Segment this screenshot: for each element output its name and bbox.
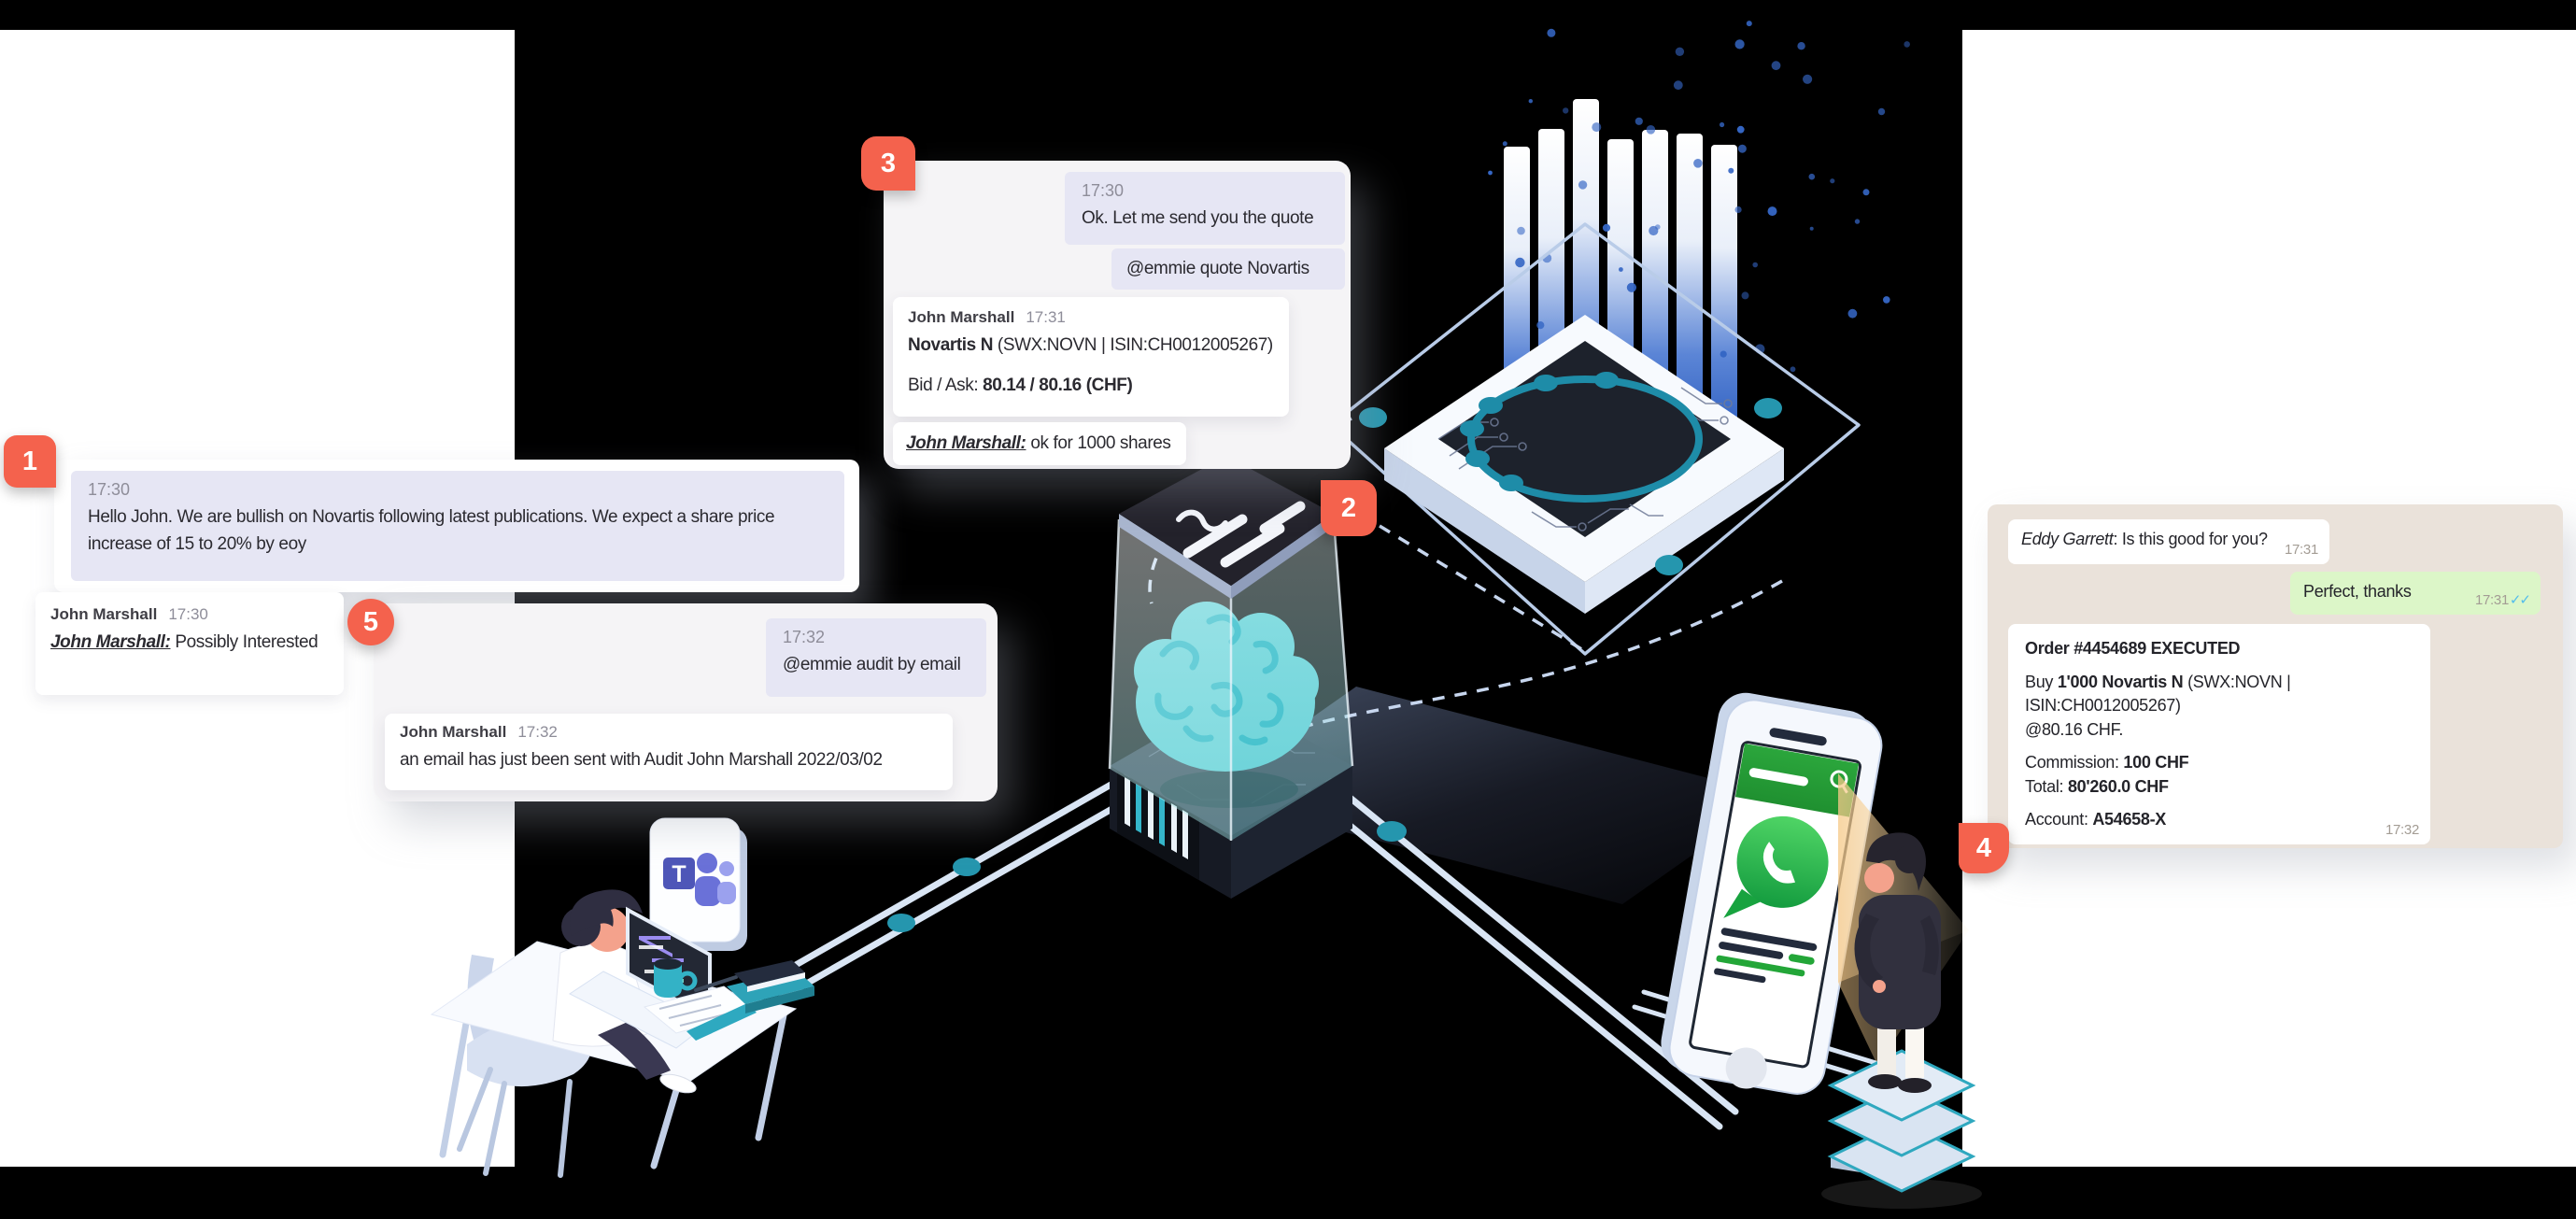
account-value: A54658-X <box>2092 810 2166 829</box>
message-text: @emmie audit by email <box>783 655 961 674</box>
step-badge-1: 1 <box>4 435 56 488</box>
chip-wire-dots <box>1359 398 1782 575</box>
author-name: John Marshall <box>908 308 1015 326</box>
phone-illustration <box>1661 692 1883 1095</box>
light-beam <box>1838 773 1969 1065</box>
bot-reply-handle: John Marshall: <box>906 433 1026 453</box>
message-time: 17:30 <box>1082 181 1125 200</box>
vent-bars <box>1125 777 1188 859</box>
step-badge-4: 4 <box>1959 823 2009 873</box>
buy-price: @80.16 CHF. <box>2025 719 2124 739</box>
message-text: an email has just been sent with Audit J… <box>400 750 883 770</box>
message-time: 17:32 <box>2385 822 2419 838</box>
instrument-detail: (SWX:NOVN | ISIN:CH0012005267) <box>993 335 1273 355</box>
teams-bubble-quote-data: John Marshall 17:31 Novartis N (SWX:NOVN … <box>893 297 1289 417</box>
author-name: John Marshall <box>400 723 507 741</box>
incoming-text: : Is this good for you? <box>2113 530 2268 548</box>
message-time: 17:32 <box>517 723 558 741</box>
instrument-name: Novartis N <box>908 335 994 355</box>
whatsapp-bubble-outgoing: Perfect, thanks 17:31 ✓✓ <box>2290 572 2541 615</box>
brain-icon <box>1134 602 1319 772</box>
particle-dots <box>1488 21 1910 380</box>
whatsapp-logo-icon <box>1723 809 1835 918</box>
message-time: 17:31 <box>2284 542 2318 558</box>
teams-bubble-reply-1: John Marshall 17:30 John Marshall: Possib… <box>35 592 344 695</box>
commission-label: Commission: <box>2025 753 2124 773</box>
message-time: 17:31 <box>1026 308 1066 326</box>
total-label: Total: <box>2025 776 2068 796</box>
brain-device-illustration <box>1108 456 1354 899</box>
buy-detail: (SWX:NOVN | ISIN:CH0012005267) <box>2025 672 2291 716</box>
step-badge-3: 3 <box>861 136 915 191</box>
message-text: @emmie quote Novartis <box>1126 259 1309 278</box>
bot-reply-text: Possibly Interested <box>170 632 318 652</box>
dark-slab <box>1202 687 1776 904</box>
message-text: Hello John. We are bullish on Novartis f… <box>88 507 775 554</box>
teams-bubble-audit-cmd: 17:32 @emmie audit by email <box>766 618 986 697</box>
search-icon <box>1830 770 1848 794</box>
contact-name: Eddy Garrett <box>2021 530 2114 548</box>
teams-bubble-ok: John Marshall: ok for 1000 shares <box>893 422 1186 465</box>
teams-bubble-quote-cmd: @emmie quote Novartis <box>1111 248 1345 290</box>
bar-chart-illustration <box>1488 21 1910 441</box>
outgoing-text: Perfect, thanks <box>2303 582 2412 601</box>
message-time: 17:30 <box>168 605 208 623</box>
step-badge-2: 2 <box>1321 480 1377 536</box>
chip-illustration <box>1329 222 1861 656</box>
stack-layers <box>1821 1049 1982 1209</box>
svg-text:T: T <box>672 861 686 887</box>
teams-bubble-audit-reply: John Marshall 17:32 an email has just bee… <box>385 714 953 790</box>
emmie-logo-icon <box>1176 501 1306 568</box>
standing-man-illustration <box>1854 832 1941 1093</box>
step-badge-5: 5 <box>347 599 394 645</box>
bidask-label: Bid / Ask: <box>908 375 984 395</box>
bidask-value: 80.14 / 80.16 (CHF) <box>983 375 1133 395</box>
message-time: 17:32 <box>783 628 826 646</box>
buy-quantity-instrument: 1'000 Novartis N <box>2057 672 2184 691</box>
account-label: Account: <box>2025 810 2093 829</box>
commission-value: 100 CHF <box>2123 753 2189 773</box>
teams-bubble-quote-intro: 17:30 Ok. Let me send you the quote <box>1065 172 1345 245</box>
message-time: 17:30 <box>88 480 131 499</box>
whatsapp-bubble-incoming: Eddy Garrett: Is this good for you? 17:3… <box>2008 519 2329 564</box>
bot-reply-handle: John Marshall: <box>50 632 171 652</box>
whatsapp-bubble-order: Order #4454689 EXECUTED Buy 1'000 Novart… <box>2008 624 2430 844</box>
message-text: Ok. Let me send you the quote <box>1082 208 1314 228</box>
buy-prefix: Buy <box>2025 672 2058 691</box>
teams-bubble-analyst: 17:30 Hello John. We are bullish on Nova… <box>71 471 844 581</box>
ok-text: ok for 1000 shares <box>1026 433 1171 453</box>
teams-logo-icon: T <box>663 853 736 906</box>
author-name: John Marshall <box>50 605 158 623</box>
order-title: Order #4454689 EXECUTED <box>2025 639 2241 658</box>
message-time: 17:31 <box>2474 592 2509 608</box>
total-value: 80'260.0 CHF <box>2067 776 2169 796</box>
read-ticks-icon: ✓✓ <box>2509 592 2531 608</box>
